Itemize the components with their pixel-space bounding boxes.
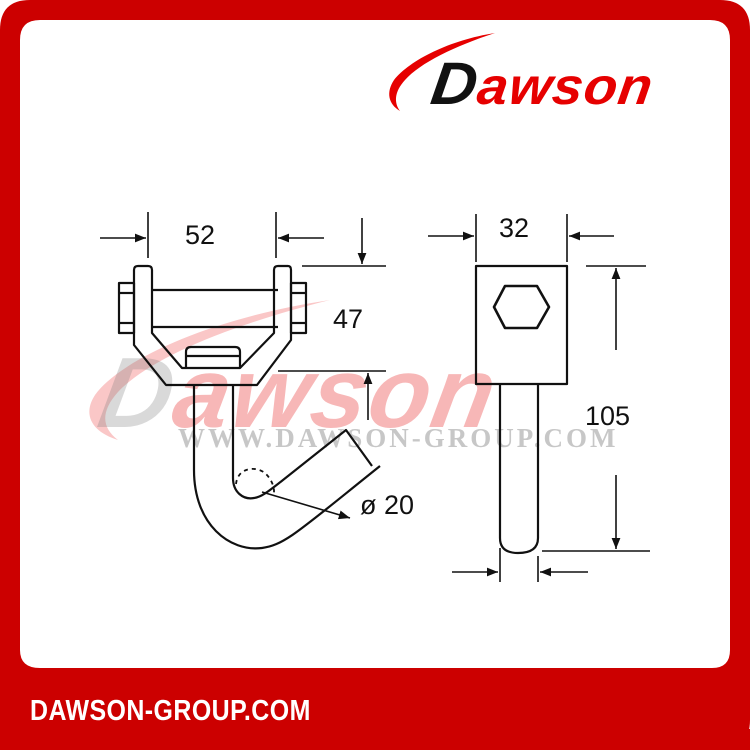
dimension-height-47: 47 — [333, 304, 364, 334]
dimension-width-52: 52 — [185, 220, 216, 250]
watermark-url: WWW.DAWSON-GROUP.COM — [178, 423, 619, 453]
dimension-length-105: 105 — [585, 401, 631, 431]
side-view-drawing — [428, 214, 650, 582]
front-view-drawing — [100, 212, 386, 550]
dimension-diameter-20: ø 20 — [360, 490, 415, 520]
footer-website-url: DAWSON-GROUP.COM — [30, 695, 311, 727]
dimension-width-32: 32 — [499, 213, 530, 243]
